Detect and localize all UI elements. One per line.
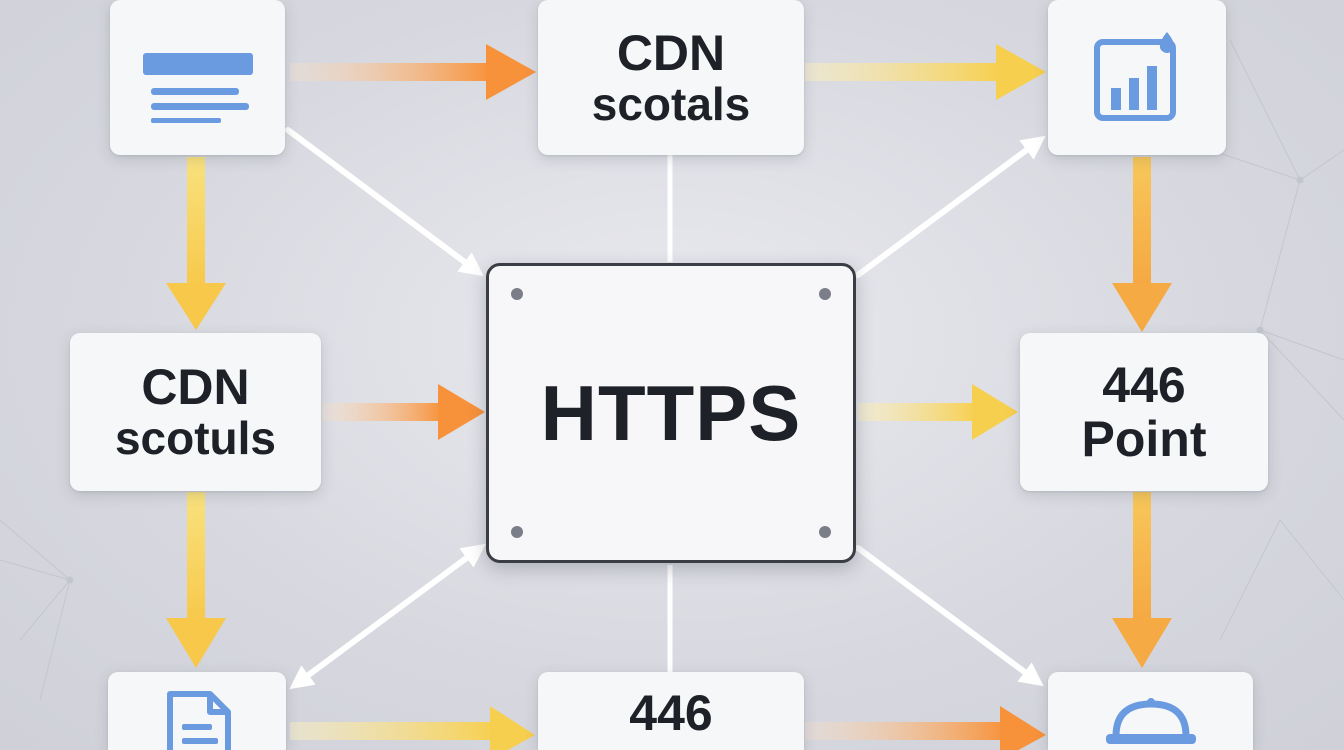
node-subtitle: scotuls	[114, 412, 277, 465]
arrow-bottomcenter-to-bottomright	[805, 706, 1046, 750]
document-lines-icon	[142, 52, 253, 123]
rivet	[819, 526, 831, 538]
dome-icon	[1105, 698, 1196, 744]
arrow-topleft-to-center	[285, 127, 484, 277]
node-cdn-scotuls[interactable]: CDN scotuls	[70, 333, 321, 491]
arrow-midleft-to-center	[322, 384, 485, 440]
arrow-topleft-to-topcenter	[290, 44, 536, 100]
arrow-center-to-midright	[858, 384, 1018, 440]
bar-chart-icon	[1094, 31, 1176, 121]
arrow-center-to-bottomright	[855, 545, 1044, 687]
arrow-topcenter-to-topright	[805, 44, 1046, 100]
node-file-icon[interactable]	[108, 672, 286, 750]
node-title: 446	[629, 685, 713, 741]
node-title: CDN	[616, 24, 726, 81]
node-title: CDN	[141, 359, 250, 416]
arrow-midright-to-bottomright	[1112, 492, 1172, 668]
node-subtitle: Point	[1081, 411, 1207, 467]
node-title: 446	[1102, 357, 1186, 413]
node-https[interactable]: HTTPS	[486, 263, 856, 563]
node-446[interactable]: 446	[538, 672, 804, 750]
rivet	[511, 526, 523, 538]
node-document-icon[interactable]	[110, 0, 285, 155]
arrow-topright-to-midright	[1112, 157, 1172, 332]
arrow-center-bottomleft	[289, 543, 486, 690]
file-icon	[167, 691, 231, 750]
node-cdn-scotals[interactable]: CDN scotals	[538, 0, 804, 155]
rivet	[511, 288, 523, 300]
node-subtitle: scotals	[591, 77, 751, 130]
arrow-topleft-to-midleft	[166, 157, 226, 330]
arrow-midleft-to-bottomleft	[166, 492, 226, 668]
node-title: HTTPS	[540, 368, 802, 457]
arrow-center-to-topright	[855, 135, 1046, 278]
arrow-bottomleft-to-bottomcenter	[290, 706, 535, 750]
node-dome-icon[interactable]	[1048, 672, 1253, 750]
rivet	[819, 288, 831, 300]
node-chart-icon[interactable]	[1048, 0, 1226, 155]
node-446-point[interactable]: 446 Point	[1020, 333, 1268, 491]
background-network	[0, 39, 1344, 701]
